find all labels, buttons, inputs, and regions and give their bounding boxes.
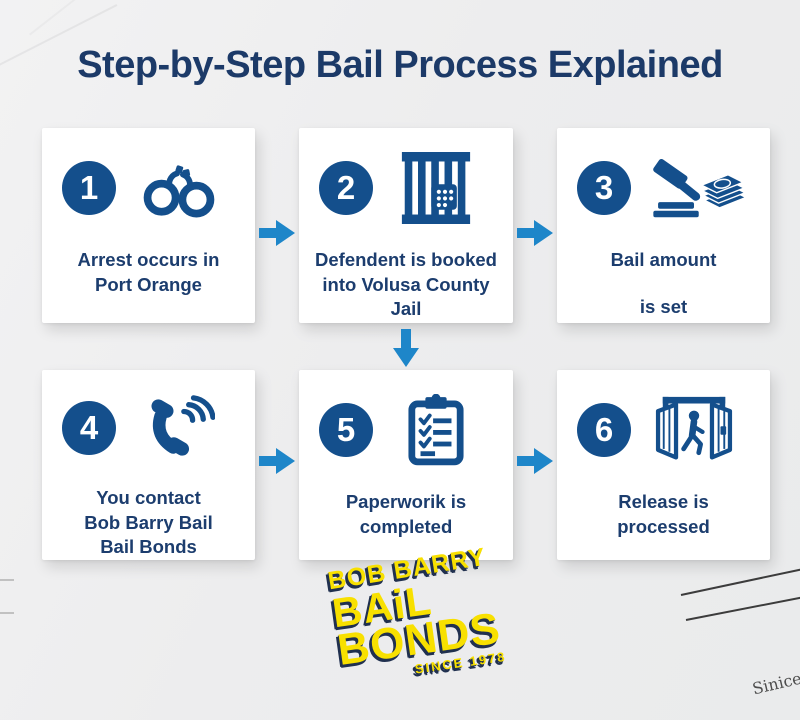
step-text: Release is processed — [557, 490, 770, 539]
step-text: Defendent is booked into Volusa County J… — [299, 248, 513, 322]
step-card-4: 4 You contact Bob Barry Bail Bail Bonds — [42, 370, 255, 560]
step-number: 5 — [336, 411, 356, 448]
step-number-badge: 3 — [577, 161, 631, 215]
step-line: Bail amount — [610, 249, 717, 270]
step-line: completed — [359, 515, 453, 537]
arrow-right-icon-4 — [517, 448, 553, 479]
step-line: into Volusa County — [322, 273, 490, 295]
step-line: Release is — [618, 491, 709, 512]
step-1-header: 1 — [62, 152, 241, 224]
step-card-2: 2 — [299, 128, 513, 323]
step-6-header: 6 — [577, 394, 756, 466]
page-title: Step-by-Step Bail Process Explained — [77, 44, 723, 86]
gavel-money-icon — [631, 157, 756, 219]
step-line: is set — [639, 295, 688, 317]
step-number: 6 — [594, 411, 614, 448]
arrow-right-icon-1 — [259, 220, 295, 251]
step-3-header: 3 — [577, 152, 756, 224]
step-line: Bail Bonds — [100, 536, 197, 558]
step-number: 2 — [336, 169, 356, 206]
edge-mark — [0, 579, 14, 581]
bob-barry-bail-bonds-logo: BOB BARRY BAiL BONDS SINCE 1978 — [326, 540, 531, 688]
step-line: Arrest occurs in — [77, 249, 220, 270]
step-card-3: 3 Bail amount is set — [557, 128, 770, 323]
step-number: 1 — [79, 169, 99, 206]
step-line: Bob Barry Bail — [84, 511, 213, 533]
step-number-badge: 2 — [319, 161, 373, 215]
step-line: Port Orange — [95, 273, 202, 295]
step-line: Defendent is booked — [315, 249, 497, 270]
clipboard-icon — [373, 394, 499, 466]
step-line: You contact — [96, 487, 201, 509]
arrow-down-icon — [393, 329, 419, 372]
step-5-header: 5 — [319, 394, 499, 466]
diagonal-line — [685, 596, 800, 621]
edge-mark — [0, 612, 14, 614]
step-text: Arrest occurs in Port Orange — [42, 248, 255, 297]
handcuffs-icon — [116, 158, 241, 218]
step-line: Paperworik is — [345, 491, 467, 512]
step-number: 4 — [79, 409, 99, 447]
step-number-badge: 1 — [62, 161, 116, 215]
step-text: Paperworik is completed — [299, 490, 513, 539]
step-number-badge: 5 — [319, 403, 373, 457]
release-gate-icon — [631, 395, 756, 465]
step-card-5: 5 Paperworik is completed — [299, 370, 513, 560]
step-text: Bail amount is set — [557, 248, 770, 319]
step-card-6: 6 — [557, 370, 770, 560]
watermark-text: Sinice — [750, 668, 800, 699]
step-4-header: 4 — [62, 394, 241, 462]
step-line: Jail — [390, 298, 422, 320]
step-line: processed — [617, 515, 710, 537]
jail-bars-icon — [373, 150, 499, 226]
step-number-badge: 4 — [62, 401, 116, 456]
step-number-badge: 6 — [577, 403, 631, 457]
phone-icon — [116, 395, 241, 461]
arrow-right-icon-2 — [517, 220, 553, 251]
step-card-1: 1 Arrest occurs in Port Orange — [42, 128, 255, 323]
step-text: You contact Bob Barry Bail Bail Bonds — [42, 486, 255, 560]
step-number: 3 — [594, 169, 614, 206]
arrow-right-icon-3 — [259, 448, 295, 479]
diagonal-line — [680, 568, 800, 596]
step-2-header: 2 — [319, 152, 499, 224]
